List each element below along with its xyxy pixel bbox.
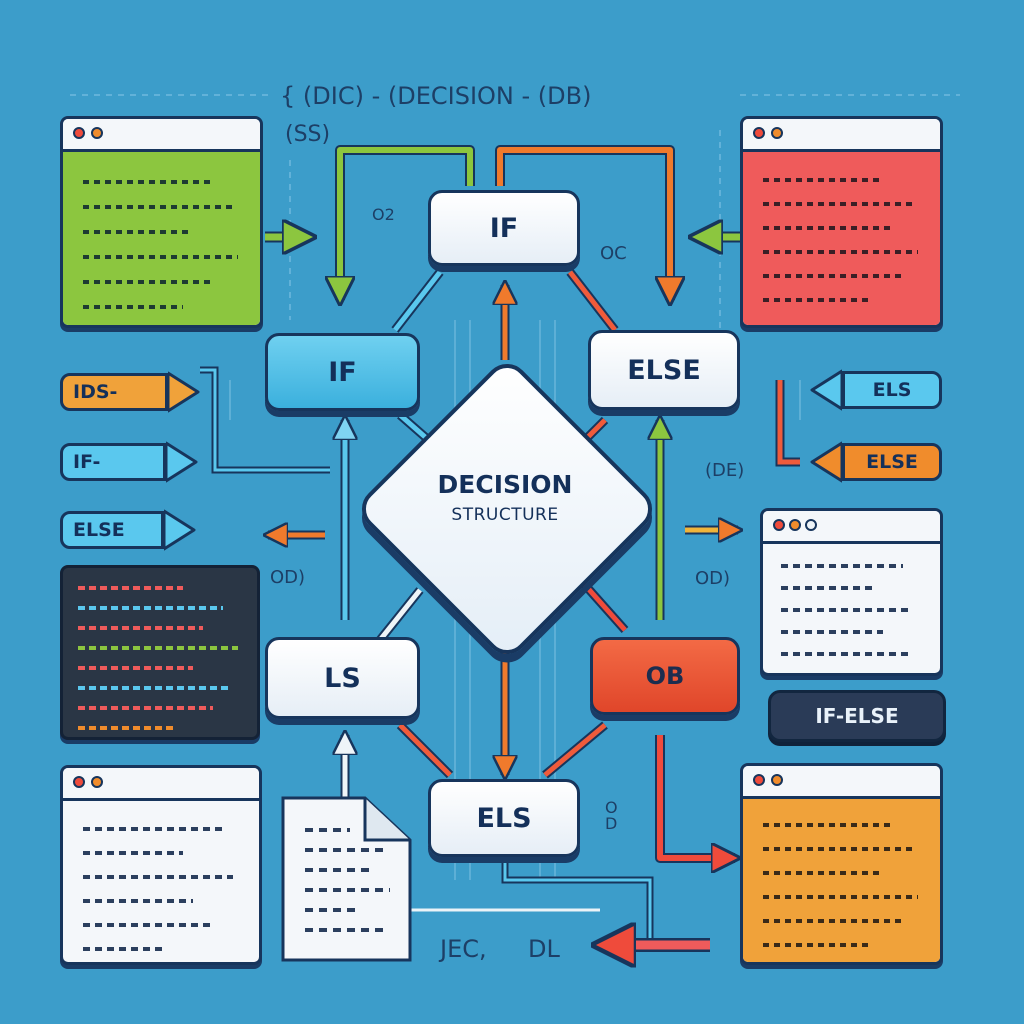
label-od-bottom: OD	[605, 798, 618, 833]
label-oc: OC	[600, 243, 627, 264]
if-else-badge: IF-ELSE	[768, 690, 946, 742]
tag-else-left-label: ELSE	[73, 519, 125, 541]
tag-if: IF-	[60, 440, 200, 484]
label-od-left: OD)	[270, 567, 306, 588]
decision-title: DECISION	[437, 470, 573, 499]
arrow-icon	[810, 441, 842, 483]
label-o2: O2	[372, 205, 395, 224]
arrow-icon	[810, 369, 842, 411]
arrow-icon	[166, 441, 198, 483]
document-icon	[281, 796, 412, 962]
tag-else-right: ELSE	[808, 440, 942, 484]
label-de: (DE)	[705, 460, 745, 481]
dark-code-window	[60, 565, 260, 740]
node-ob: OB	[590, 637, 740, 715]
white-code-window-right	[760, 508, 943, 676]
red-code-window	[740, 116, 943, 328]
tag-els-label: ELS	[872, 379, 912, 401]
green-code-window	[60, 116, 263, 328]
node-if-top: IF	[428, 190, 580, 266]
header-subtext: (SS)	[285, 122, 331, 147]
tag-else-right-label: ELSE	[866, 451, 918, 473]
white-code-window-left	[60, 765, 262, 965]
tag-els: ELS	[808, 368, 942, 412]
node-if-left: IF	[265, 333, 420, 411]
tag-else-left: ELSE	[60, 508, 198, 552]
tag-ids: IDS-	[60, 370, 202, 414]
arrow-icon	[168, 371, 200, 413]
label-jec: JEC,	[440, 935, 487, 963]
arrow-icon	[164, 509, 196, 551]
tag-ids-label: IDS-	[73, 381, 118, 403]
node-else-right: ELSE	[588, 330, 740, 410]
node-ls: LS	[265, 637, 420, 719]
label-dl: DL	[528, 935, 560, 963]
header-text: { (DIC) - (DECISION - (DB)	[280, 82, 592, 110]
tag-if-label: IF-	[73, 451, 101, 473]
node-els-bottom: ELS	[428, 779, 580, 857]
label-od-right: OD)	[695, 568, 731, 589]
orange-code-window	[740, 763, 943, 965]
decision-subtitle: STRUCTURE	[451, 505, 559, 525]
decision-label: DECISION STRUCTURE	[380, 470, 630, 525]
